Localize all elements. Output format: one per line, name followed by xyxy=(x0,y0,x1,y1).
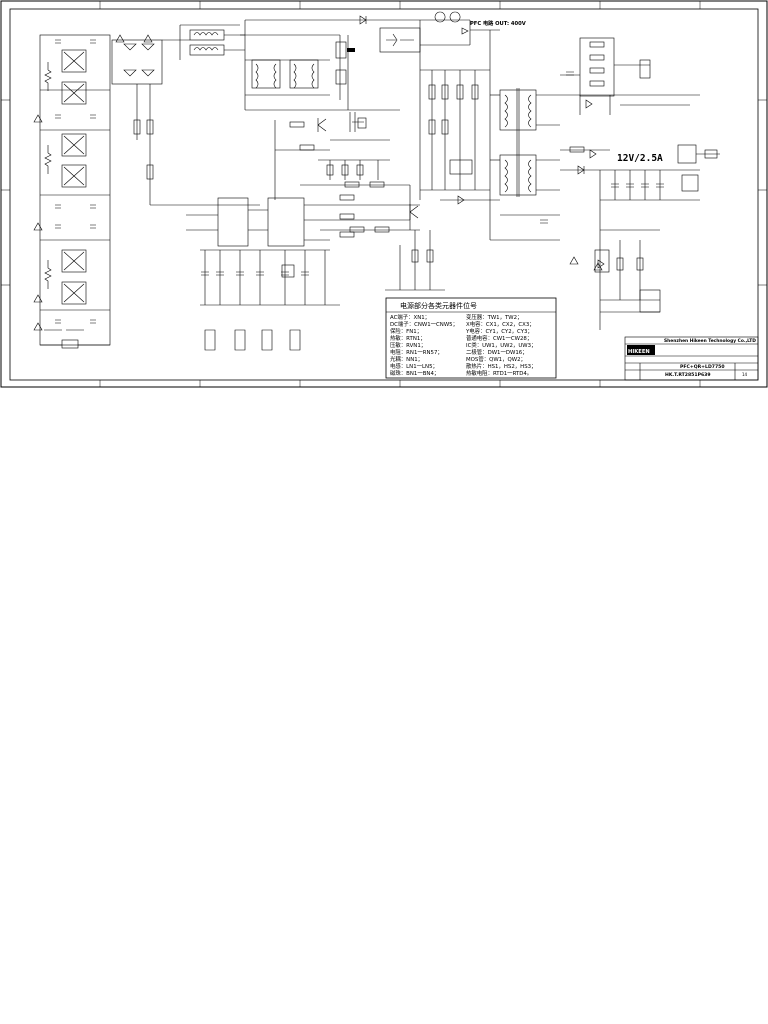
title-block-frame xyxy=(624,336,759,381)
output-voltage-label: 12V/2.5A xyxy=(617,153,663,164)
table-left-row: 热敏：RTN1； xyxy=(390,334,426,342)
test-points xyxy=(204,329,301,351)
table-left-row: 电感：LN1一LN5； xyxy=(390,362,438,370)
sheet-number: 14 xyxy=(742,372,748,377)
component-table-frame xyxy=(385,297,557,379)
table-left-row: 磁珠：BN1一BN4； xyxy=(390,369,439,377)
table-right-row: 热敏电阻：RTD1一RTD4。 xyxy=(466,369,532,377)
table-left-row: 光耦：NN1； xyxy=(390,355,423,363)
component-table-right-column: 变压器：TW1，TW2； X电容：CX1，CX2，CX3； Y电容：CY1，CY… xyxy=(465,313,536,377)
table-right-row: 二极管：DW1一DW16； xyxy=(466,348,528,356)
brand-logo-block xyxy=(627,345,655,355)
table-left-row: 电阻：RN1一RN57； xyxy=(390,348,443,356)
table-right-row: Y电容：CY1，CY2，CY3； xyxy=(465,327,533,335)
table-right-row: 变压器：TW1，TW2； xyxy=(466,313,522,321)
board-number: HK.T.RT2851P639 xyxy=(665,372,711,378)
table-left-row: DC端子：CNW1一CNW5； xyxy=(390,320,458,328)
schematic-sheet: PFC 电路 OUT: 400V 12V/2.5A 电源部分各类元器件位号 AC… xyxy=(0,0,768,390)
frame-ruler-ticks xyxy=(1,1,767,387)
flyback-transformers xyxy=(489,30,560,241)
inner-border xyxy=(9,8,759,381)
qr-controller-region xyxy=(245,45,500,291)
table-right-row: MOS管：QW1，QW2； xyxy=(466,355,526,363)
warning-triangles xyxy=(33,34,603,331)
model-name: PFC+QR+LD7750 xyxy=(680,364,725,370)
brand-logo-text: HIKEEN xyxy=(628,349,650,355)
pfc-output-label: PFC 电路 OUT: 400V xyxy=(470,19,526,27)
ac-input-filter xyxy=(39,34,111,349)
table-left-row: 保险：FN1； xyxy=(390,327,422,335)
outer-border xyxy=(0,0,768,388)
component-table-title: 电源部分各类元器件位号 xyxy=(400,301,477,310)
table-right-row: IC类：UW1，UW2，UW3； xyxy=(466,341,536,349)
table-right-row: 普通电容：CW1一CW28； xyxy=(466,334,532,342)
table-left-row: 压敏：RVN1； xyxy=(390,341,426,349)
table-right-row: 散热片：HS1，HS2，HS3； xyxy=(466,362,536,370)
pfc-stage xyxy=(162,11,500,110)
table-left-row: AC端子：XN1； xyxy=(390,313,430,321)
pfc-controller-ic xyxy=(186,194,420,306)
secondary-output xyxy=(560,37,720,330)
component-table-left-column: AC端子：XN1； DC端子：CNW1一CNW5； 保险：FN1； 热敏：RTN… xyxy=(390,313,458,377)
bridge-diode-fill xyxy=(347,48,355,52)
company-name: Shenzhen Hikeen Technology Co.,LTD xyxy=(664,338,756,344)
bridge-rectifier xyxy=(111,39,260,206)
table-right-row: X电容：CX1，CX2，CX3； xyxy=(466,320,535,328)
